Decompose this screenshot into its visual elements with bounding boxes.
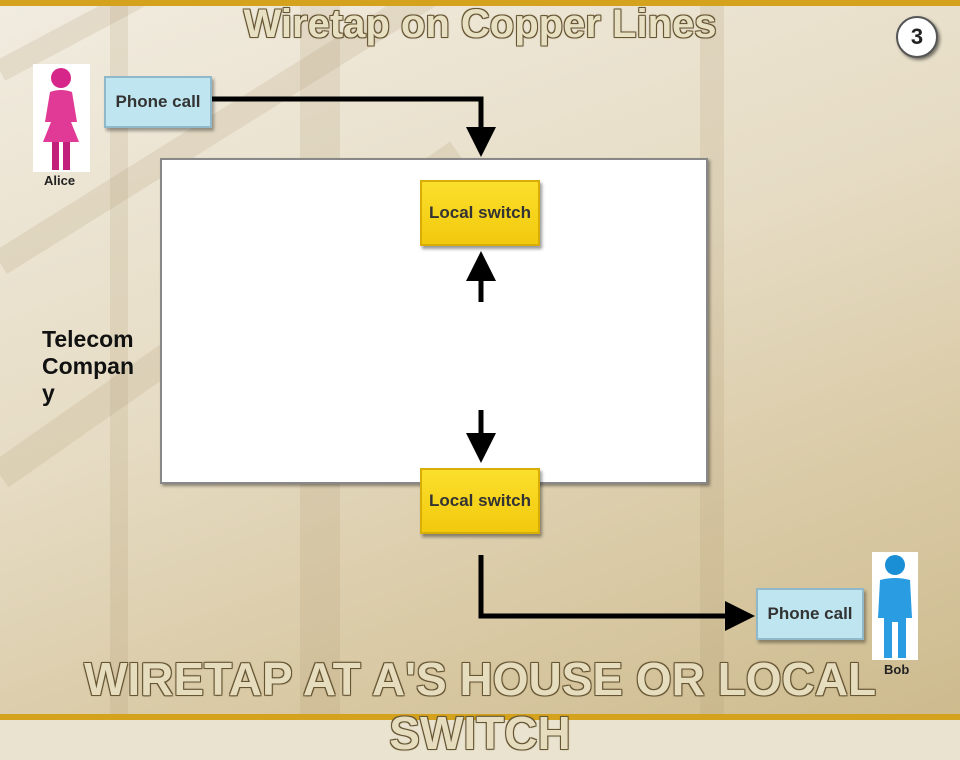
alice-label: Alice <box>44 173 76 188</box>
bob-label: Bob <box>884 662 910 677</box>
top-accent-bar <box>0 0 960 6</box>
bottom-accent-bar <box>0 714 960 720</box>
local-switch-top: Local switch <box>420 180 540 246</box>
telecom-company-label: Telecom Company <box>42 326 134 406</box>
local-switch-label: Local switch <box>428 491 532 510</box>
bob-figure <box>872 552 918 660</box>
male-person-icon <box>878 555 912 658</box>
local-switch-bottom: Local switch <box>420 468 540 534</box>
phone-call-label: Phone call <box>767 604 853 623</box>
slide-subtitle: Wiretap at A's House or Local Switch <box>83 653 877 759</box>
phone-call-label: Phone call <box>115 92 201 111</box>
phone-call-callout-top: Phone call <box>104 76 212 128</box>
slide-title: Wiretap on Copper Lines <box>243 2 717 46</box>
wire-connections <box>212 96 755 631</box>
phone-call-callout-bottom: Phone call <box>756 588 864 640</box>
slide-number-badge: 3 <box>896 16 938 58</box>
female-person-icon <box>43 68 79 170</box>
local-switch-label: Local switch <box>428 203 532 222</box>
alice-figure <box>33 64 90 172</box>
wire-alice-to-company <box>212 96 496 157</box>
wire-switch-to-bob <box>478 555 755 631</box>
